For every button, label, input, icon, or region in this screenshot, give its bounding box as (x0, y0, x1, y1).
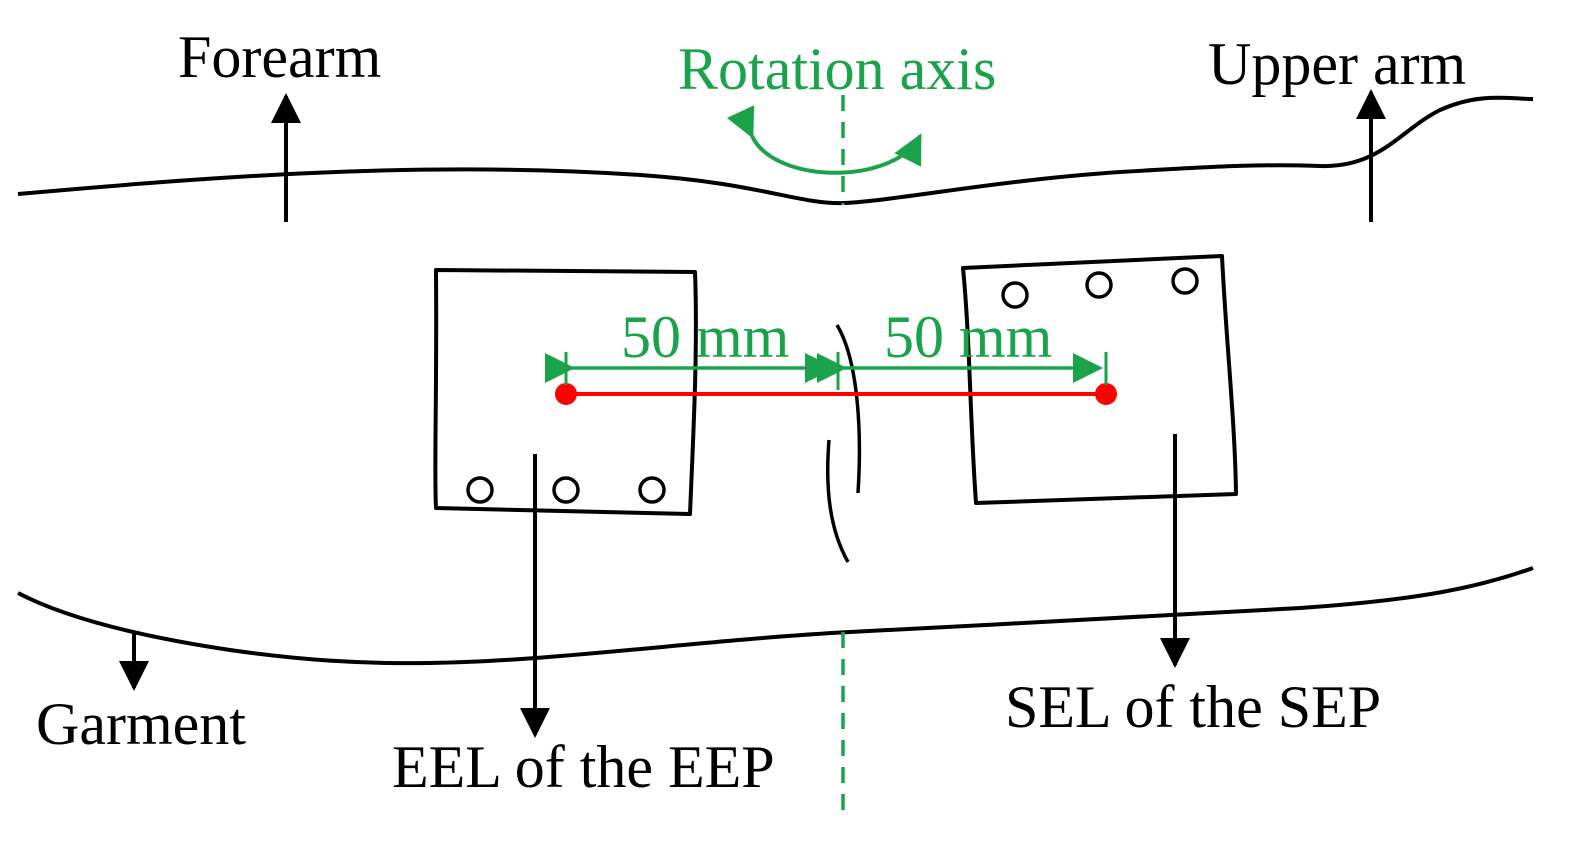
distance-right-label: 50 mm (884, 304, 1052, 370)
garment-upper-edge (17, 95, 1534, 206)
garment-label: Garment (36, 691, 246, 757)
elbow-crease-mark (826, 439, 850, 563)
eep-electrode-patch (433, 268, 698, 516)
eep-contact-icon (466, 476, 494, 504)
sep-contact-icon (1085, 271, 1113, 299)
sep-contact-icon (1001, 281, 1029, 309)
sep-center-dot-icon (1095, 383, 1117, 405)
sep-electrode-patch (961, 254, 1238, 505)
elbow-crease-mark (835, 324, 862, 494)
distance-left-label: 50 mm (621, 304, 789, 370)
eep-contact-icon (638, 476, 666, 504)
forearm-label: Forearm (178, 24, 381, 90)
rotation-arrow-icon (726, 105, 922, 175)
sep-contact-icon (1171, 267, 1199, 295)
rotation-axis-label: Rotation axis (678, 36, 996, 102)
eep-center-dot-icon (555, 383, 577, 405)
eep-contact-icon (552, 476, 580, 504)
sel-label: SEL of the SEP (1005, 674, 1381, 740)
eel-label: EEL of the EEP (392, 734, 775, 800)
upper-arm-label: Upper arm (1208, 31, 1466, 97)
garment-lower-edge (17, 566, 1534, 666)
